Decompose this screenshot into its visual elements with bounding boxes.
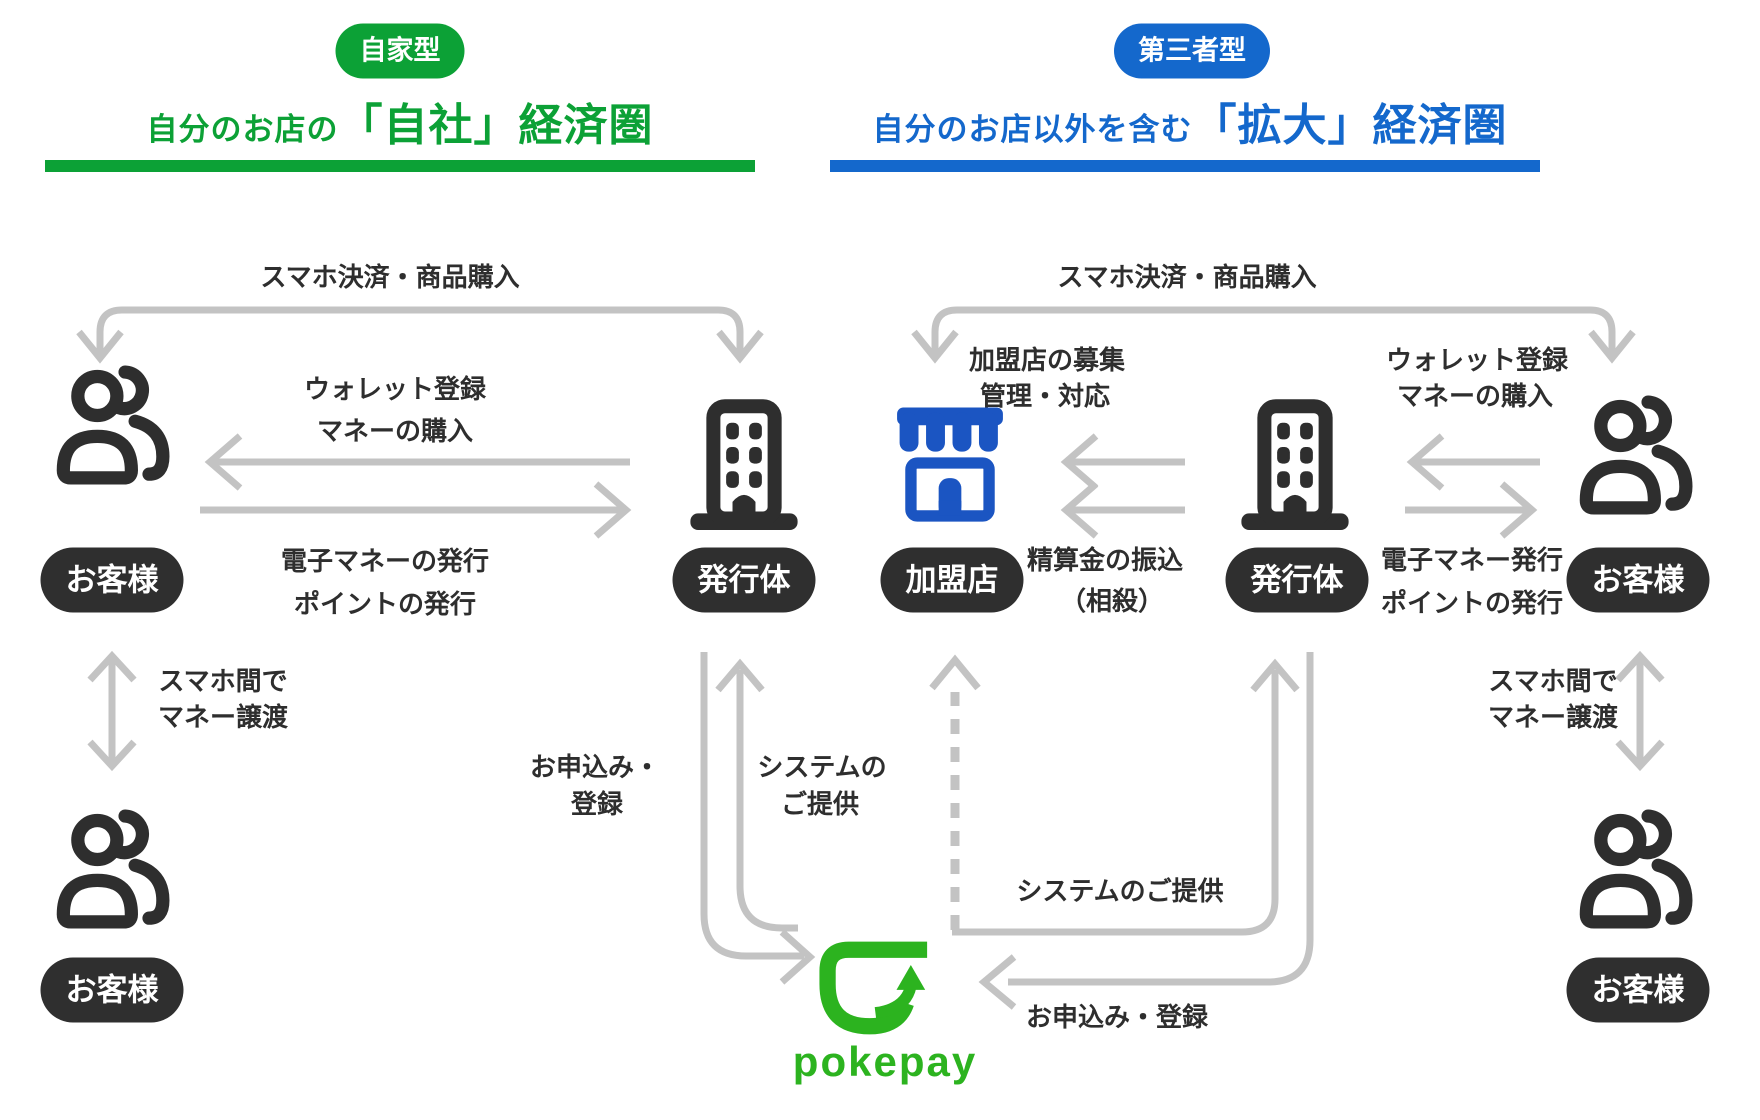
right-merchant-badge: 加盟店 <box>880 547 1024 613</box>
left-system-arrow <box>715 658 798 932</box>
right-apply-arrow <box>978 652 1314 1010</box>
right-customer-bottom-badge: お客様 <box>1566 957 1710 1023</box>
left-top-bracket-arrow <box>76 306 764 364</box>
right-merchant-icon storefront-icon <box>897 407 1003 522</box>
right-type-badge: 第三者型 <box>1114 23 1270 79</box>
pokepay-wordmark: pokepay <box>792 1038 978 1085</box>
right-recruit-arrow <box>1060 433 1185 491</box>
right-transfer-label-2: マネー譲渡 <box>1487 702 1619 732</box>
right-underline-bar <box>830 160 1540 172</box>
right-system-dashed-arrow <box>929 654 981 930</box>
right-recruit-label-2: 管理・対応 <box>979 381 1111 411</box>
right-title-emphasis: 「拡大」経済圏 <box>1192 101 1508 150</box>
left-title: 自分のお店の「自社」経済圏 <box>147 89 654 153</box>
left-apply-arrow <box>700 652 816 985</box>
right-wallet-arrow <box>1406 433 1540 491</box>
right-top-bracket-arrow <box>911 306 1636 364</box>
right-issuer-badge: 発行体 <box>1225 547 1369 613</box>
left-apply-label-1: お申込み・ <box>529 752 661 782</box>
left-underline-bar <box>45 160 755 172</box>
right-emoney-arrow <box>1405 481 1538 539</box>
left-top-arrow-label: スマホ決済・商品購入 <box>260 262 520 292</box>
right-customer-top-badge: お客様 <box>1566 547 1710 613</box>
left-system-label-2: ご提供 <box>780 789 860 819</box>
right-issuer-icon building-icon <box>1241 399 1349 530</box>
right-apply-label: お申込み・登録 <box>1025 1002 1209 1032</box>
right-emoney-label-1: 電子マネー発行 <box>1380 545 1564 575</box>
left-wallet-label-1: ウォレット登録 <box>303 374 487 404</box>
left-wallet-label-2: マネーの購入 <box>316 416 474 446</box>
right-wallet-label-1: ウォレット登録 <box>1385 345 1569 375</box>
left-customer-top-badge: お客様 <box>40 547 184 613</box>
right-title-prefix: 自分のお店以外を含む <box>872 112 1193 147</box>
left-title-emphasis: 「自社」経済圏 <box>338 101 654 150</box>
right-top-arrow-label: スマホ決済・商品購入 <box>1057 262 1317 292</box>
right-system-arrow <box>952 658 1300 936</box>
left-customer-top-icon users-icon <box>56 365 170 485</box>
right-system-label: システムのご提供 <box>1016 876 1224 906</box>
right-emoney-label-2: ポイントの発行 <box>1380 588 1564 618</box>
left-emoney-label-2: ポイントの発行 <box>293 589 477 619</box>
right-settle-label-1: 精算金の振込 <box>1026 545 1184 575</box>
right-recruit-label-1: 加盟店の募集 <box>968 345 1126 375</box>
left-customer-bottom-badge: お客様 <box>40 957 184 1023</box>
left-wallet-arrow <box>204 433 630 491</box>
left-transfer-label-2: マネー譲渡 <box>157 702 289 732</box>
left-title-prefix: 自分のお店の <box>146 112 339 147</box>
right-customer-bottom-icon users-icon <box>1579 809 1693 929</box>
right-settle-label-2: （相殺） <box>1059 586 1165 616</box>
left-customer-bottom-icon users-icon <box>56 809 170 929</box>
left-system-label-1: システムの <box>757 752 887 782</box>
right-wallet-label-2: マネーの購入 <box>1396 381 1554 411</box>
left-type-badge: 自家型 <box>335 23 465 79</box>
left-issuer-badge: 発行体 <box>672 547 816 613</box>
left-emoney-label-1: 電子マネーの発行 <box>280 546 490 576</box>
left-transfer-double-arrow <box>87 650 137 772</box>
right-transfer-double-arrow <box>1615 650 1665 772</box>
left-emoney-arrow <box>200 481 632 539</box>
right-transfer-label-1: スマホ間で <box>1488 666 1618 696</box>
left-transfer-label-1: スマホ間で <box>158 666 288 696</box>
pokepay-logo-icon <box>819 941 928 1035</box>
right-title: 自分のお店以外を含む「拡大」経済圏 <box>873 89 1508 153</box>
left-apply-label-2: 登録 <box>570 789 624 819</box>
right-customer-top-icon users-icon <box>1579 395 1693 515</box>
left-issuer-icon building-icon <box>690 399 798 530</box>
right-settlement-arrow <box>1060 481 1185 539</box>
